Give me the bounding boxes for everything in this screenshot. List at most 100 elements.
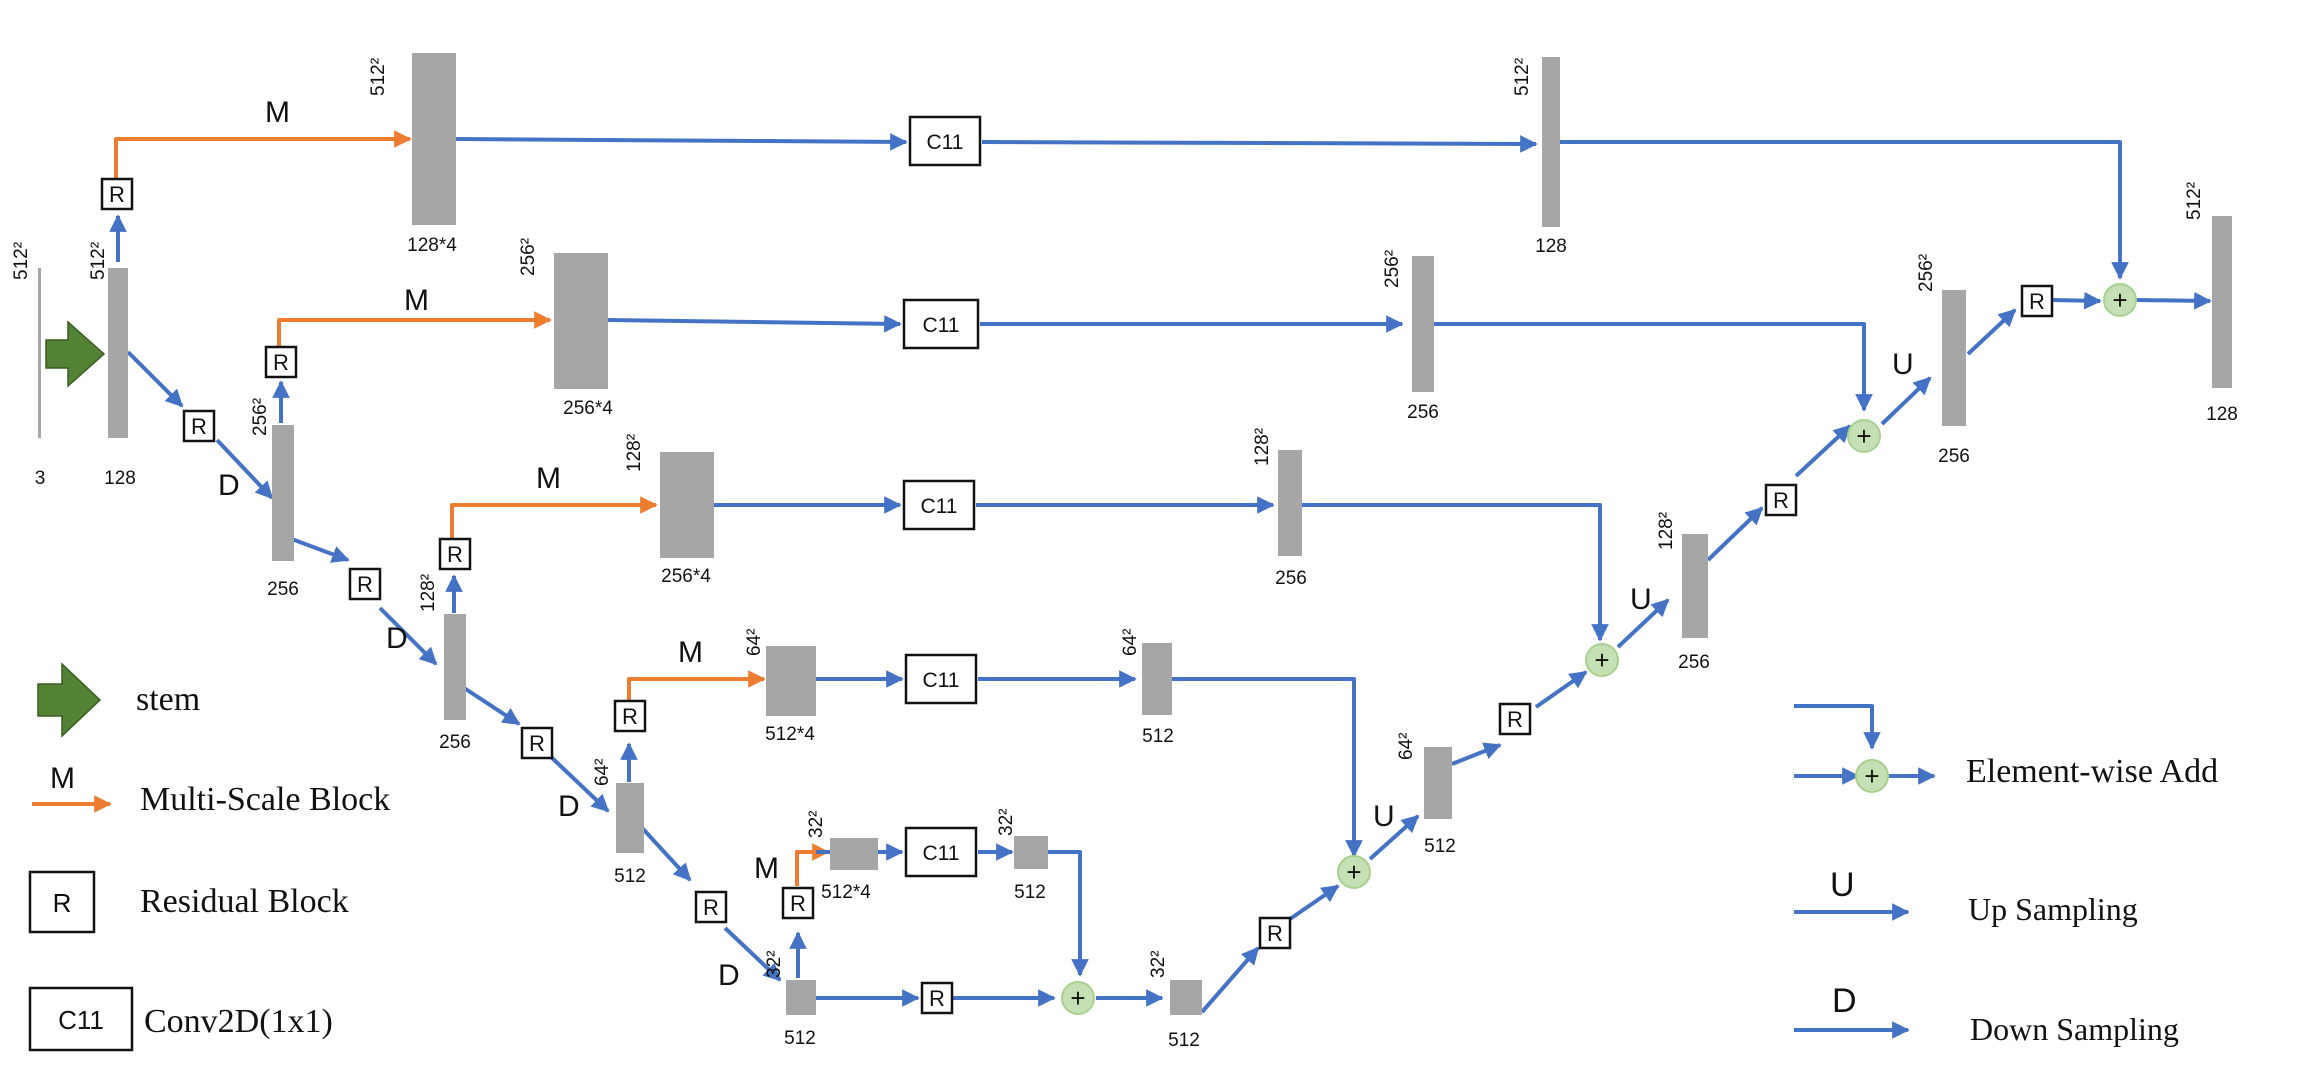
legend-conv-block: C11 [28,986,134,1052]
conv-glyph: C11 [923,842,960,865]
element-wise-add-node: + [1337,855,1371,889]
decoder-connector [1288,884,1340,921]
skip3-channel-label: 512 [1142,726,1174,747]
stem-feature-map [108,268,128,438]
output-resolution-label: 512² [2184,182,2205,220]
add-glyph: + [2112,285,2127,315]
multiscale-connector [277,311,552,347]
skip-to-add-connector [1432,322,1873,412]
multiscale-letter: M [404,284,429,317]
skip3-resolution-label: 64² [1120,629,1141,656]
residual-glyph: R [109,182,125,207]
encoder1-resolution-label: 256² [250,398,271,436]
add-glyph: + [1864,761,1879,791]
legend-down-letter: D [1832,982,1857,1020]
up-letter: U [1892,348,1914,381]
output-channel-label: 128 [2206,404,2238,425]
multiscale3-channel-label: 512*4 [765,724,815,745]
legend-stem-arrow-icon [37,662,102,738]
residual-block: R [1258,916,1292,950]
encoder3-resolution-label: 64² [592,759,613,786]
multiscale-letter: M [754,852,779,885]
encoder2-resolution-label: 128² [418,574,439,612]
decoder-connector [2135,291,2212,310]
bottleneck-resolution-label: 32² [1148,951,1169,978]
decoder2-feature-map [1682,534,1708,638]
conv-glyph: C11 [923,314,960,337]
residual-glyph: R [790,891,806,916]
residual-block: R [348,567,382,601]
encoder1-feature-map [272,425,294,561]
input-resolution-label: 512² [11,242,32,280]
conv-connector [455,133,908,151]
down-letter: D [386,622,408,655]
stem-arrow-icon [45,320,106,388]
output-feature-map [2212,216,2232,388]
residual-glyph: R [929,986,945,1011]
multiscale-letter: M [536,462,561,495]
residual-block: R [1498,702,1532,736]
input-channel-label: 3 [35,468,46,489]
legend-conv-label: Conv2D(1x1) [144,1003,333,1040]
residual-glyph: R [1267,921,1283,946]
conv1x1-block: C11 [902,298,980,350]
decoder-connector [1706,506,1764,562]
skip2-channel-label: 256 [1275,568,1307,589]
multiscale0-channel-label: 128*4 [407,235,457,256]
encoder2-channel-label: 256 [439,732,471,753]
legend-up-label: Up Sampling [1968,891,2138,927]
multiscale1-resolution-label: 256² [518,238,539,276]
residual-block: R [920,981,954,1015]
legend-residual-glyph: R [53,888,72,918]
residual-glyph: R [273,350,289,375]
legend-residual-label: Residual Block [140,883,349,920]
legend-add-label: Element-wise Add [1966,753,2218,790]
input-feature-map [38,268,41,438]
bottleneck-channel-label: 512 [1168,1030,1200,1051]
down-letter: D [558,790,580,823]
conv1x1-block: C11 [904,826,978,878]
add-glyph: + [1346,857,1361,887]
skip-to-add-connector [1172,677,1363,858]
residual-block: R [438,537,472,571]
residual-glyph: R [2029,289,2045,314]
encoder1-channel-label: 256 [267,579,299,600]
encoder2-feature-map [444,614,466,720]
multiscale-connector [627,670,766,700]
multiscale4-resolution-label: 32² [806,811,827,838]
residual-block: R [264,345,298,379]
legend-residual-block: R [28,870,96,934]
residual-block: R [781,886,815,920]
residual-block: R [694,890,728,924]
up-letter: U [1630,583,1652,616]
decoder2-resolution-label: 128² [1656,512,1677,550]
encoder-connector [378,606,438,666]
residual-block: R [100,177,134,211]
residual-glyph: R [447,542,463,567]
multiscale-connector [114,130,412,178]
skip1-channel-label: 256 [1407,402,1439,423]
decoder-connector [1616,598,1670,649]
legend-add-branch [1794,704,1881,750]
residual-glyph: R [1507,707,1523,732]
decoder-connector [1200,946,1260,1014]
residual-block: R [1764,483,1798,517]
skip-to-add-connector [1300,503,1609,642]
residual-glyph: R [1773,488,1789,513]
skip-to-add-connector [1558,140,2129,280]
multiscale-letter: M [678,636,703,669]
encoder4-channel-label: 512 [784,1028,816,1049]
down-letter: D [718,959,740,992]
multiscale1-channel-label: 256*4 [563,398,613,419]
add-glyph: + [1070,983,1085,1013]
multiscale4-channel-label: 512*4 [821,882,871,903]
element-wise-add-node: + [1847,419,1881,453]
conv-glyph: C11 [923,669,960,692]
stem-resolution-label: 512² [88,242,109,280]
residual-glyph: R [191,414,207,439]
multiscale0-feature-map [412,53,456,225]
encoder4-feature-map [786,980,816,1015]
skip4-channel-label: 512 [1014,882,1046,903]
encoder3-channel-label: 512 [614,866,646,887]
